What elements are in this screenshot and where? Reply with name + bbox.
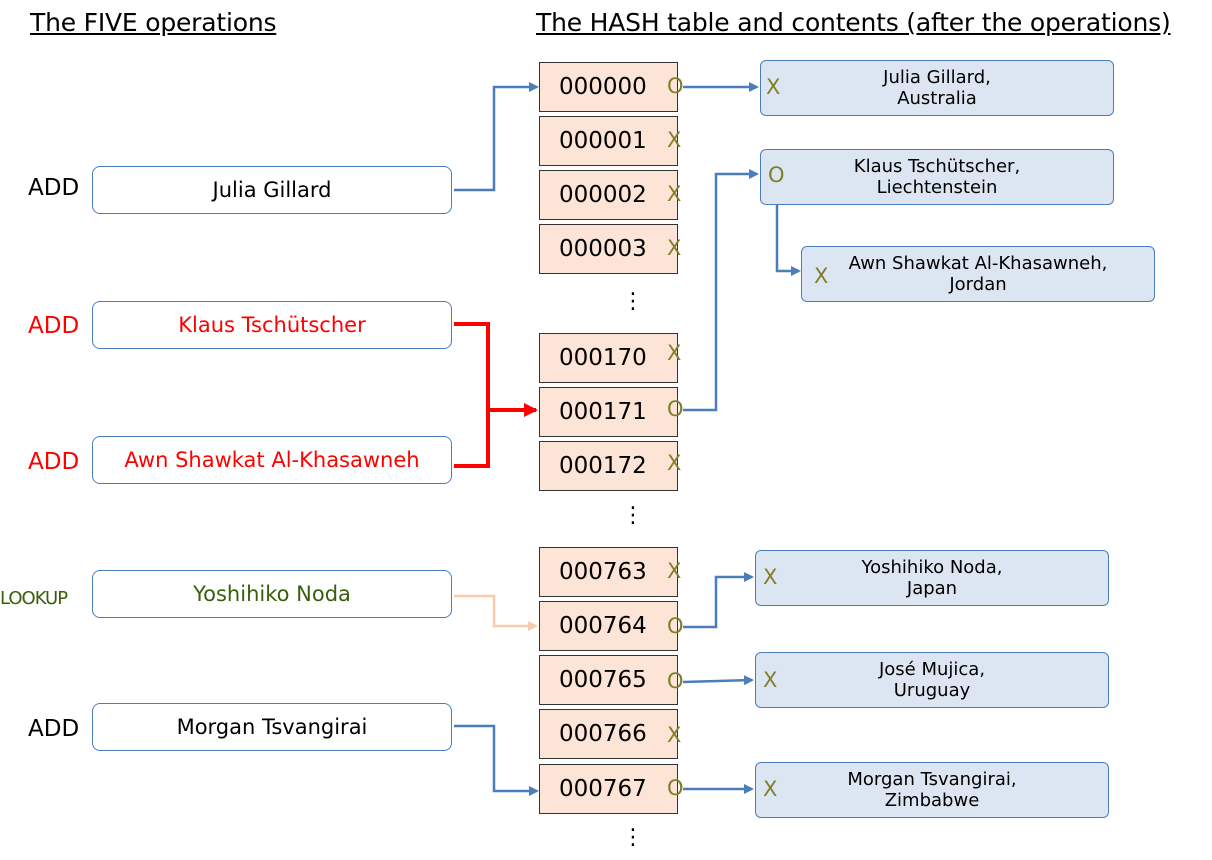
op-label-2: ADD bbox=[28, 313, 80, 339]
node-line1: Morgan Tsvangirai, bbox=[847, 769, 1017, 790]
hash-slot-000766: 000766 bbox=[539, 709, 678, 759]
node-next-mark: O bbox=[768, 163, 785, 187]
op-label-3: ADD bbox=[28, 449, 80, 475]
slot-id: 000001 bbox=[559, 128, 647, 154]
slot-id: 000767 bbox=[559, 776, 647, 802]
slot-id: 000766 bbox=[559, 721, 647, 747]
slot-id: 000765 bbox=[559, 667, 647, 693]
slot-pointer-mark: O bbox=[667, 669, 684, 693]
slot-id: 000172 bbox=[559, 453, 647, 479]
hash-slot-000000: 000000 bbox=[539, 62, 678, 112]
hash-slot-000171: 000171 bbox=[539, 387, 678, 437]
slot-id: 000764 bbox=[559, 613, 647, 639]
operations-header: The FIVE operations bbox=[30, 8, 277, 37]
node-line2: Australia bbox=[897, 88, 977, 109]
hash-slot-000765: 000765 bbox=[539, 655, 678, 705]
node-next-mark: X bbox=[766, 75, 781, 99]
hash-slot-000172: 000172 bbox=[539, 441, 678, 491]
node-line1: José Mujica, bbox=[878, 659, 986, 680]
slot-pointer-mark: O bbox=[667, 397, 684, 421]
hash-slot-000170: 000170 bbox=[539, 333, 678, 383]
slot-pointer-mark: X bbox=[667, 128, 682, 152]
node-morgan-tsvangirai: Morgan Tsvangirai, Zimbabwe bbox=[755, 762, 1109, 818]
node-line2: Japan bbox=[906, 578, 958, 599]
ellipsis-2: ⋮ bbox=[622, 503, 644, 528]
ellipsis-3: ⋮ bbox=[622, 825, 644, 850]
op-label-5: ADD bbox=[28, 716, 80, 742]
node-line1: Awn Shawkat Al-Khasawneh, bbox=[848, 253, 1108, 274]
node-next-mark: X bbox=[814, 264, 829, 288]
arrow-op4-to-slot-000764 bbox=[454, 594, 538, 631]
slot-id: 000000 bbox=[559, 74, 647, 100]
node-jose-mujica: José Mujica, Uruguay bbox=[755, 652, 1109, 708]
hash-slot-000767: 000767 bbox=[539, 764, 678, 814]
op-box-awn-shawkat: Awn Shawkat Al-Khasawneh bbox=[92, 436, 452, 484]
slot-id: 000170 bbox=[559, 345, 647, 371]
op-box-morgan-tsvangirai: Morgan Tsvangirai bbox=[92, 703, 452, 751]
arrow-op1-to-slot-000000 bbox=[454, 82, 539, 192]
op-box-julia-gillard: Julia Gillard bbox=[92, 166, 452, 214]
node-line2: Zimbabwe bbox=[884, 790, 980, 811]
pointer-chain-klaus-to-awn bbox=[775, 178, 801, 276]
node-line2: Liechtenstein bbox=[876, 177, 998, 198]
node-line1: Yoshihiko Noda, bbox=[861, 557, 1003, 578]
node-line2: Jordan bbox=[949, 274, 1007, 295]
arrow-op5-to-slot-000767 bbox=[454, 724, 539, 796]
slot-pointer-mark: X bbox=[667, 559, 682, 583]
node-line1: Julia Gillard, bbox=[883, 67, 991, 88]
hash-slot-000001: 000001 bbox=[539, 116, 678, 166]
hash-slot-000763: 000763 bbox=[539, 547, 678, 597]
hash-table-header: The HASH table and contents (after the o… bbox=[536, 8, 1171, 37]
slot-id: 000003 bbox=[559, 236, 647, 262]
slot-pointer-mark: X bbox=[667, 723, 682, 747]
node-line2: Uruguay bbox=[893, 680, 971, 701]
node-klaus-tschutscher: Klaus Tschütscher, Liechtenstein bbox=[760, 149, 1114, 205]
slot-pointer-mark: O bbox=[667, 776, 684, 800]
pointer-000764-to-node bbox=[683, 572, 754, 629]
slot-id: 000171 bbox=[559, 399, 647, 425]
slot-pointer-mark: X bbox=[667, 182, 682, 206]
slot-id: 000763 bbox=[559, 559, 647, 585]
node-next-mark: X bbox=[763, 565, 778, 589]
slot-id: 000002 bbox=[559, 182, 647, 208]
op-box-klaus-tschutscher: Klaus Tschütscher bbox=[92, 301, 452, 349]
node-julia-gillard: Julia Gillard, Australia bbox=[760, 60, 1114, 116]
hash-slot-000003: 000003 bbox=[539, 224, 678, 274]
node-next-mark: X bbox=[763, 777, 778, 801]
pointer-000171-to-node bbox=[683, 169, 759, 412]
hash-slot-000002: 000002 bbox=[539, 170, 678, 220]
arrow-op2-to-slot-000171 bbox=[454, 322, 490, 468]
slot-pointer-mark: O bbox=[667, 614, 684, 638]
slot-pointer-mark: X bbox=[667, 236, 682, 260]
node-next-mark: X bbox=[763, 668, 778, 692]
node-awn-shawkat: Awn Shawkat Al-Khasawneh, Jordan bbox=[801, 246, 1155, 302]
op-box-yoshihiko-noda: Yoshihiko Noda bbox=[92, 570, 452, 618]
hash-slot-000764: 000764 bbox=[539, 601, 678, 651]
slot-pointer-mark: O bbox=[667, 74, 684, 98]
op-label-4: LOOKUP bbox=[0, 588, 68, 609]
op-label-1: ADD bbox=[28, 175, 80, 201]
ellipsis-1: ⋮ bbox=[622, 289, 644, 314]
node-line1: Klaus Tschütscher, bbox=[853, 156, 1021, 177]
node-yoshihiko-noda: Yoshihiko Noda, Japan bbox=[755, 550, 1109, 606]
pointer-000765-to-node bbox=[682, 675, 754, 686]
slot-pointer-mark: X bbox=[667, 451, 682, 475]
slot-pointer-mark: X bbox=[667, 341, 682, 365]
